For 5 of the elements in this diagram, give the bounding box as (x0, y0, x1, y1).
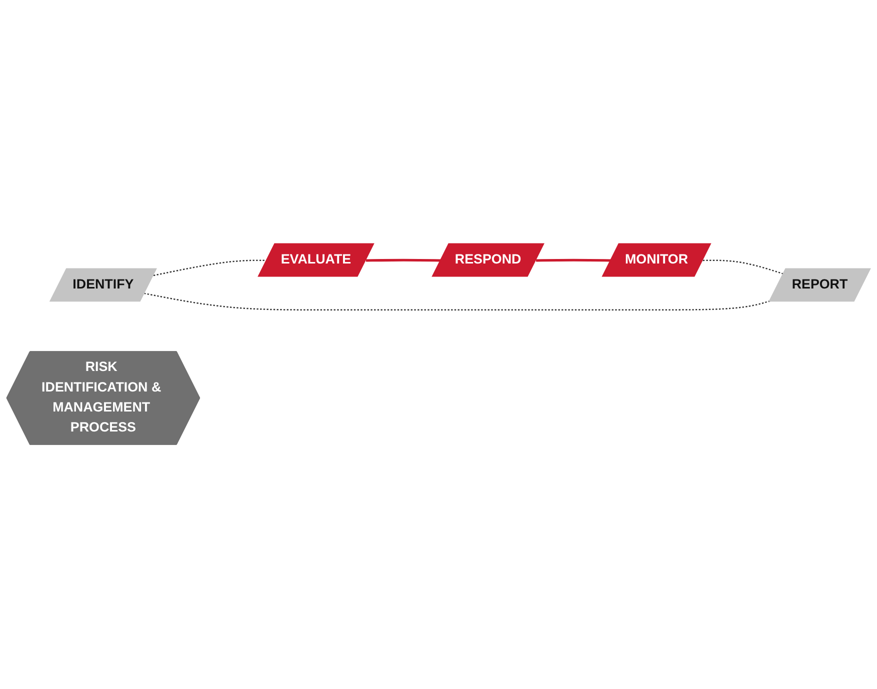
connector (366, 259, 441, 262)
connector (536, 259, 611, 262)
connector (153, 260, 267, 276)
connector (702, 260, 784, 275)
connector (144, 293, 770, 311)
